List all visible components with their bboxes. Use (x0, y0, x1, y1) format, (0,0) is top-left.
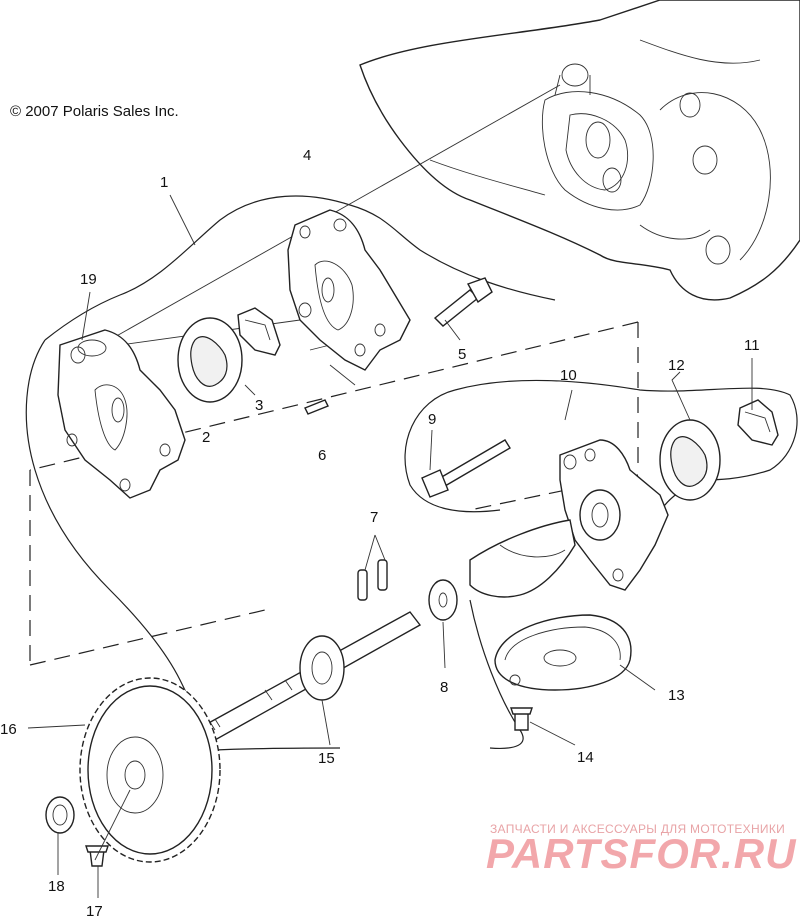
pump-housing-10 (559, 439, 669, 591)
oil-pump-rotor-12 (659, 419, 721, 501)
callout-10: 10 (560, 367, 577, 384)
callout-17: 17 (86, 903, 103, 917)
callout-15: 15 (318, 750, 335, 767)
copyright-text: © 2007 Polaris Sales Inc. (10, 103, 179, 120)
dowel-pin (304, 399, 329, 415)
callout-12: 12 (668, 357, 685, 374)
callout-8: 8 (440, 679, 448, 696)
screw-14 (510, 707, 533, 731)
callout-11: 11 (744, 337, 760, 354)
callout-4: 4 (303, 147, 311, 164)
callout-labels: 1 2 3 4 5 6 7 8 9 10 11 12 13 14 15 16 1… (0, 147, 760, 917)
callout-6: 6 (318, 447, 326, 464)
callout-leaders (27, 194, 753, 898)
callout-3: 3 (255, 397, 263, 414)
oil-pump-rotor-3 (177, 307, 281, 403)
bolt-17 (85, 845, 109, 867)
callout-19: 19 (80, 271, 97, 288)
callout-18: 18 (48, 878, 65, 895)
drive-gear-16 (79, 677, 221, 863)
callout-5: 5 (458, 346, 466, 363)
washer-18 (45, 796, 75, 834)
callout-7: 7 (370, 509, 378, 526)
engine-case (359, 0, 800, 301)
bolt-9 (421, 439, 511, 498)
pump-plate-19 (57, 329, 186, 499)
watermark-tagline: ЗАПЧАСТИ И АКСЕССУАРЫ ДЛЯ МОТОТЕХНИКИ (490, 822, 786, 836)
callout-16: 16 (0, 721, 17, 738)
callout-13: 13 (668, 687, 685, 704)
callout-9: 9 (428, 411, 436, 428)
bolt-5 (433, 277, 493, 327)
washer-8 (428, 579, 458, 621)
pump-body-4 (287, 209, 411, 371)
pump-shaft-15 (203, 611, 422, 741)
oil-screen-13 (494, 614, 632, 691)
assembly-outline-1 (44, 195, 556, 341)
callout-2: 2 (202, 429, 210, 446)
watermark-logo: PARTSFOR.RU (486, 830, 797, 877)
dowel-pins-7 (357, 559, 388, 601)
callout-1: 1 (160, 174, 168, 191)
callout-14: 14 (577, 749, 594, 766)
oil-pickup-plate (469, 519, 576, 598)
inner-rotor-11 (737, 399, 779, 446)
